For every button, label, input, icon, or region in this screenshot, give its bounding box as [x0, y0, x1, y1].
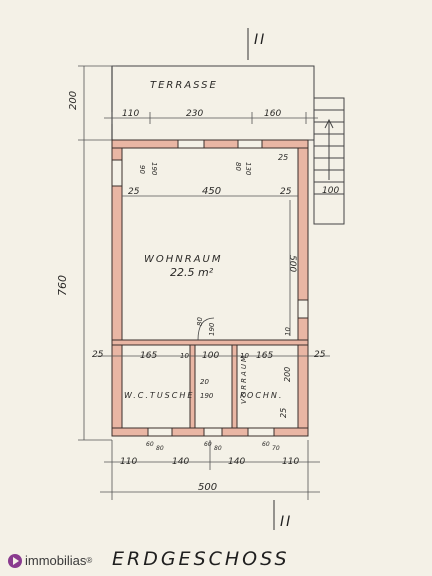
- section-arrow-top: II: [247, 28, 266, 60]
- terrace: TERRASSE: [111, 65, 315, 141]
- dim-win-left-b: 190: [150, 162, 158, 176]
- dim-win-right-b: 130: [244, 162, 252, 176]
- brand-name: immobilias: [25, 553, 87, 568]
- floor-title: ERDGESCHOSS: [112, 548, 290, 570]
- dim-top-3: 160: [264, 109, 281, 119]
- dim-low-2: 80: [156, 445, 164, 452]
- dim-living-height: 500: [287, 255, 297, 272]
- room-wc: W.C.TUSCHE: [124, 391, 194, 400]
- dim-mid-5: 10: [240, 352, 249, 360]
- dim-mid-3: 10: [180, 352, 189, 360]
- dim-hall-a: 20: [200, 378, 209, 386]
- dim-mid-7: 25: [314, 350, 326, 360]
- dim-door-living-a: 80: [196, 317, 204, 326]
- door-living: [197, 317, 215, 341]
- room-kitchen: KOCHN.: [240, 391, 283, 400]
- dim-wall-right: 25: [280, 187, 292, 197]
- dim-hall-b: 190: [200, 392, 214, 400]
- dim-mid-1: 25: [92, 350, 104, 360]
- dim-mid-4: 100: [202, 351, 219, 361]
- dim-wall-right-b: 25: [278, 153, 288, 162]
- dim-side-10: 10: [284, 327, 292, 336]
- section-arrow-bottom: II: [273, 500, 292, 530]
- play-logo-icon: [8, 553, 22, 568]
- dim-left-height: 200: [68, 91, 79, 110]
- dim-bottom-2: 140: [172, 457, 189, 467]
- dim-lines-bottom: [100, 440, 320, 500]
- dim-kitchen-w: 25: [279, 408, 288, 418]
- dim-top-1: 110: [122, 109, 139, 119]
- terrace-label: TERRASSE: [150, 80, 218, 91]
- dim-low-1: 60: [146, 441, 154, 448]
- windows: [111, 139, 309, 437]
- dim-inner-width: 450: [202, 186, 221, 197]
- dim-bottom-4: 110: [282, 457, 299, 467]
- dim-low-5: 60: [262, 441, 270, 448]
- dim-win-left-a: 90: [138, 165, 146, 174]
- room-living: WOHNRAUM: [144, 254, 223, 265]
- dim-line-top: [104, 112, 318, 124]
- dim-door-living-b: 190: [208, 322, 216, 336]
- dim-stair-width: 100: [322, 186, 339, 196]
- dim-bottom-total: 500: [198, 482, 217, 493]
- dim-kitchen-h: 200: [283, 367, 292, 382]
- brand-logo: immobilias®: [8, 553, 92, 568]
- dim-low-6: 70: [272, 445, 280, 452]
- section-mark-top: II: [254, 32, 266, 48]
- room-living-area: 22.5 m²: [170, 266, 214, 279]
- dim-top-2: 230: [186, 109, 203, 119]
- room-hall: VORRAUM: [240, 354, 248, 404]
- dim-low-3: 60: [204, 441, 212, 448]
- dim-mid-2: 165: [140, 351, 157, 361]
- dim-win-right-a: 80: [234, 162, 242, 171]
- section-mark-bottom: II: [280, 514, 292, 530]
- stair: [313, 97, 345, 225]
- dim-mid-6: 165: [256, 351, 273, 361]
- dim-left-total: 760: [56, 275, 69, 296]
- dim-wall-left: 25: [128, 187, 140, 197]
- dim-bottom-1: 110: [120, 457, 137, 467]
- brand-mark: ®: [86, 556, 93, 565]
- dim-bottom-3: 140: [228, 457, 245, 467]
- dim-low-4: 80: [214, 445, 222, 452]
- dim-lines-left: [78, 65, 116, 441]
